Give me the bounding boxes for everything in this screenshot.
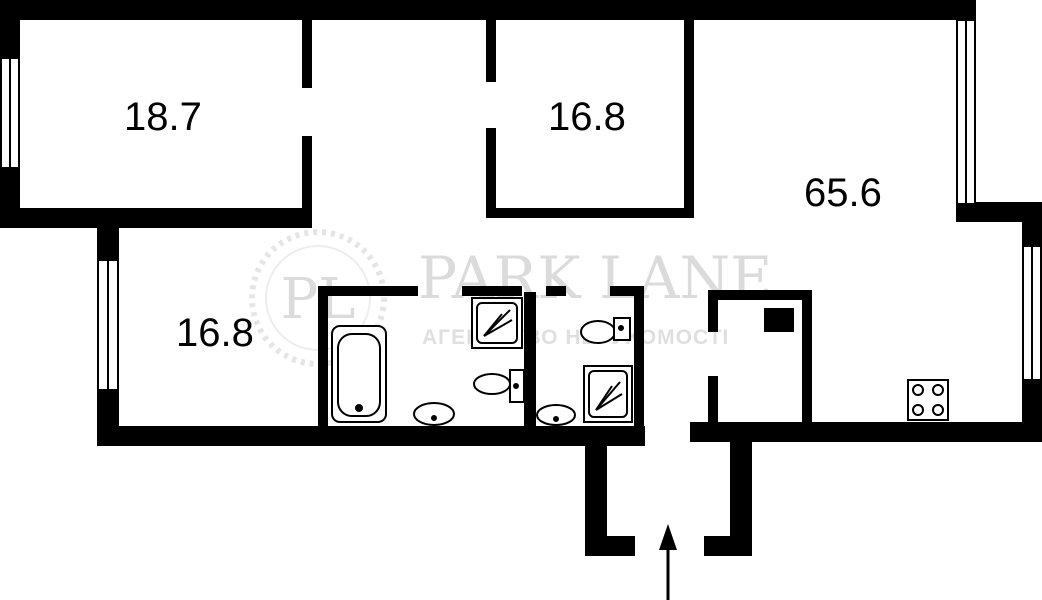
room-area-label: 18.7 bbox=[124, 95, 202, 139]
sink-icon bbox=[536, 404, 576, 426]
shower-icon bbox=[583, 365, 633, 423]
window-left-bottom bbox=[97, 259, 119, 391]
bathtub-icon bbox=[331, 325, 387, 423]
windows bbox=[0, 19, 1042, 391]
toilet-icon bbox=[473, 369, 525, 403]
walls bbox=[0, 0, 1042, 556]
toilet-icon bbox=[580, 317, 631, 344]
room-area-label: 65.6 bbox=[804, 171, 882, 215]
stove-icon bbox=[907, 379, 949, 421]
fixtures bbox=[331, 297, 949, 426]
window-right-bottom bbox=[1022, 245, 1042, 381]
room-area-label: 16.8 bbox=[548, 95, 626, 139]
sink-icon bbox=[413, 402, 455, 426]
window-left-top bbox=[0, 57, 20, 169]
watermark-tagline: АГЕНТСТВО НЕРУХОМОСТІ bbox=[422, 326, 729, 349]
watermark-wreath bbox=[249, 229, 387, 367]
shower-icon bbox=[471, 297, 523, 349]
entrance-arrow-icon bbox=[659, 524, 677, 600]
room-area-label: 16.8 bbox=[176, 311, 254, 355]
window-right-top bbox=[956, 19, 976, 205]
